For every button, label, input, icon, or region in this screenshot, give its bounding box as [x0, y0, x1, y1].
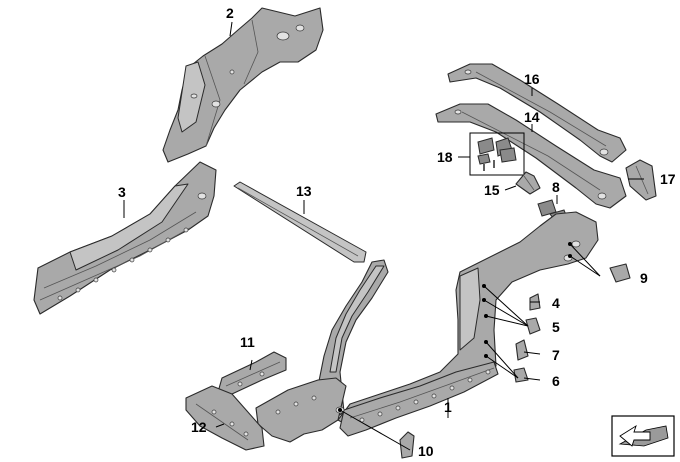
part-17-bracket[interactable]	[625, 159, 657, 201]
callout-1: 1	[444, 399, 452, 415]
callout-11: 11	[240, 334, 255, 350]
part-3-side-sill-left[interactable]	[33, 161, 217, 315]
callout-7: 7	[552, 347, 560, 363]
part-9-bracket[interactable]	[609, 263, 631, 283]
part-18-fastener-kit[interactable]	[469, 132, 525, 176]
part-15-bracket[interactable]	[515, 171, 541, 195]
callout-2: 2	[226, 5, 234, 21]
callout-4: 4	[552, 295, 560, 311]
leader-lines	[123, 21, 644, 451]
callout-6: 6	[552, 373, 560, 389]
part-13-rail-strip[interactable]	[233, 181, 367, 263]
callout-14: 14	[524, 109, 540, 125]
vehicle-side-arrow-icon	[611, 415, 675, 457]
callout-12: 12	[191, 419, 207, 435]
callout-3: 3	[118, 184, 126, 200]
callout-5: 5	[552, 319, 560, 335]
part-1-body-side-frame[interactable]	[255, 211, 599, 443]
part-7-bracket[interactable]	[515, 339, 529, 361]
callout-17: 17	[660, 171, 676, 187]
callout-labels: 1 2 3 4 5 6 7 8 9 10 11 12 13 14 15 16 1…	[118, 5, 676, 459]
part-5-bracket[interactable]	[525, 317, 541, 335]
callout-9: 9	[640, 270, 648, 286]
part-12-front-lower-piece[interactable]	[185, 385, 265, 451]
callout-15: 15	[484, 182, 500, 198]
part-2-rear-wheel-arch[interactable]	[162, 7, 324, 163]
callout-10: 10	[418, 443, 434, 459]
part-10-bracket[interactable]	[399, 431, 415, 459]
part-14-lower-roof-frame[interactable]	[435, 103, 627, 209]
callout-16: 16	[524, 71, 540, 87]
callout-13: 13	[296, 183, 312, 199]
part-11-lower-bracket[interactable]	[217, 351, 287, 395]
part-16-upper-roof-frame[interactable]	[447, 63, 627, 163]
callout-8: 8	[552, 179, 560, 195]
part-6-bracket[interactable]	[513, 367, 529, 383]
callout-18: 18	[437, 149, 453, 165]
